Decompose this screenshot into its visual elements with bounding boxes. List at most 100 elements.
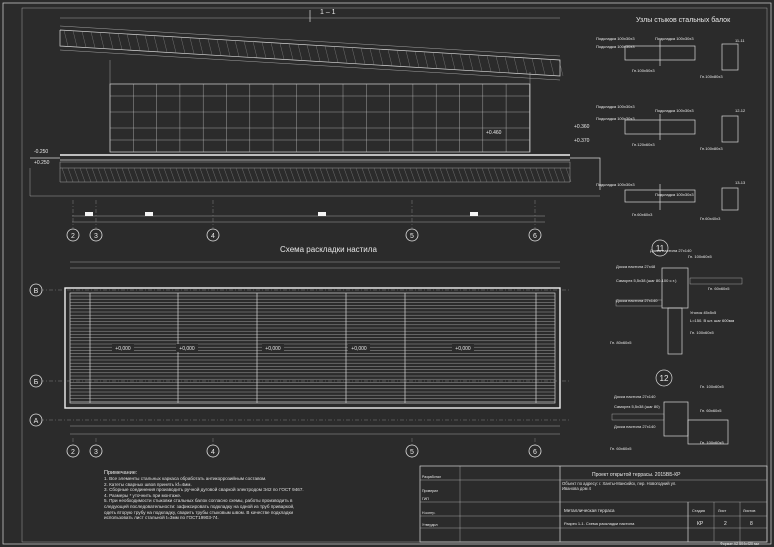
detail-id: 12 (660, 374, 669, 383)
detail-label: Гн. 80х60х5 (610, 340, 632, 345)
node-label: Подкладка 100х30х3 (596, 116, 635, 121)
level-mark: +0.360 (574, 124, 590, 130)
drawing-line (211, 167, 218, 183)
detail-11: 11 Доска настила 27х140 Гн. 100х60х5 Дос… (610, 239, 743, 355)
drawing-line (306, 44, 312, 61)
level-mark: +0.460 (486, 130, 502, 136)
level-mark: +0.370 (574, 138, 590, 144)
drawing-line (558, 59, 564, 76)
drawing-line (187, 167, 194, 183)
drawing-line (151, 167, 158, 183)
detail-label: Доска настила 27х48 (616, 264, 656, 269)
drawing-line (531, 58, 537, 75)
deck-outline (64, 287, 561, 409)
drawing-line (217, 167, 224, 183)
drawing-line (459, 53, 465, 71)
layout-title: Схема раскладки настила (280, 245, 377, 254)
drawing-line (241, 167, 248, 183)
node-label: Гн.100х80х3 (700, 74, 723, 79)
drawing-line (565, 167, 572, 183)
inner-frame (21, 7, 768, 543)
drawing-line (243, 40, 249, 58)
detail-label: Гн. 60х60х5 (610, 446, 632, 451)
drawing-line (504, 56, 510, 73)
drawing-line (216, 39, 222, 56)
drawing-line (486, 55, 492, 72)
drawing-line (72, 30, 78, 47)
drawing-line (271, 167, 278, 183)
drawing-line (126, 33, 132, 51)
drawing-line (469, 167, 476, 183)
drawing-line (313, 167, 320, 183)
drawing-line (351, 47, 357, 64)
role-label: Н.контр. (422, 511, 435, 515)
drawing-line (468, 54, 474, 71)
drawing-line (252, 41, 258, 58)
level-mark: +0.250 (34, 160, 50, 166)
node-label: Гн.60х40х3 (700, 216, 721, 221)
node-label: Гн.100х80х3 (700, 146, 723, 151)
drawing-line (414, 51, 420, 68)
drawing-line (145, 167, 152, 183)
drawing-line (427, 167, 434, 183)
drawing-line (325, 167, 332, 183)
drawing-line (391, 167, 398, 183)
node-label: Подкладка 100х30х3 (596, 104, 635, 109)
sheet-head: Лист (718, 509, 727, 513)
drawing-line (270, 42, 276, 59)
floor-beam (59, 161, 571, 169)
drawing-line (385, 167, 392, 183)
drawing-line (301, 167, 308, 183)
row-axis-label: Б (34, 379, 39, 386)
axis-label: 6 (533, 449, 537, 456)
detail-label: Доска настила 27х140 (614, 394, 656, 399)
drawing-line (133, 167, 140, 183)
drawing-line (139, 167, 146, 183)
drawing-line (90, 31, 96, 48)
sheet-format: Формат А2 594х420 мм (720, 542, 759, 546)
drawing-line (295, 167, 302, 183)
drawing-line (283, 167, 290, 183)
detail-label: Гн. 100х60х5 (700, 440, 724, 445)
drawing-line (493, 167, 500, 183)
section-axes: 2 3 4 5 6 (66, 200, 542, 242)
node-13-13: Подкладка 100х30х3 Подкладка 100х30х3 Гн… (596, 180, 746, 221)
drawing-line (81, 31, 87, 48)
drawing-line (61, 167, 68, 183)
axis-label: 6 (533, 233, 537, 240)
drawing-line (289, 167, 296, 183)
drawing-line (97, 167, 104, 183)
axis-label: 4 (211, 449, 215, 456)
role-label: Утвердил (422, 523, 438, 527)
drawing-line (99, 32, 105, 49)
drawing-line (91, 167, 98, 183)
drawing-line (207, 38, 213, 55)
drawing-line (73, 167, 80, 183)
drawing-line (513, 57, 519, 74)
drawing-line (169, 167, 176, 183)
drawing-line (477, 55, 483, 72)
sheets-head: Листов (743, 509, 755, 513)
drawing-line (265, 167, 272, 183)
drawing-line (511, 167, 518, 183)
axis-label: 2 (71, 449, 75, 456)
drawing-line (523, 167, 530, 183)
detail-label: Гн. 60х60х5 (708, 286, 730, 291)
node-label: Гн.100х50х3 (632, 68, 655, 73)
drawing-line (369, 48, 375, 65)
drawing-line (337, 167, 344, 183)
stage-value: КР (697, 521, 704, 527)
drawing-line (481, 167, 488, 183)
drawing-line (247, 167, 254, 183)
drawing-line (121, 167, 128, 183)
drawing-line (171, 36, 177, 53)
drawing-line (117, 33, 123, 50)
drawing-line (397, 167, 404, 183)
detail-label: Гн. 100х60х5 (700, 384, 724, 389)
node-label: Гн.60х60х3 (632, 212, 653, 217)
drawing-line (63, 30, 69, 47)
drawing-line (553, 167, 560, 183)
node-id: 13-13 (735, 180, 746, 185)
section-cut-label: 1 – 1 (320, 9, 336, 16)
